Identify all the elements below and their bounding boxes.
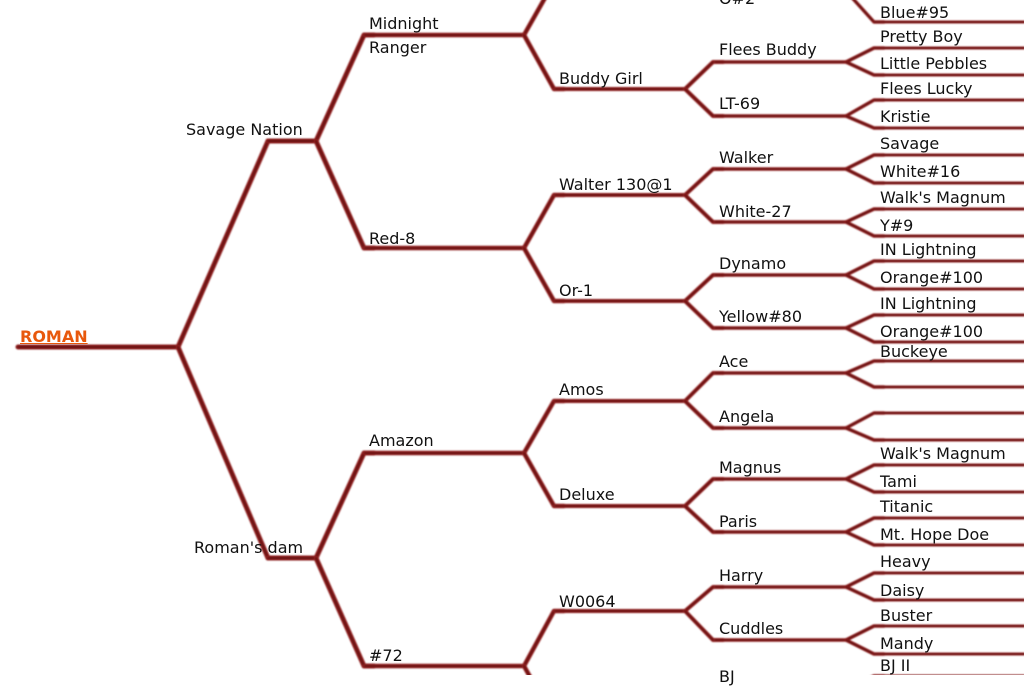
gen4-harry: Harry bbox=[719, 566, 764, 585]
gen5-name: Titanic bbox=[880, 497, 934, 516]
gen4-partial-top: O#2 bbox=[719, 0, 755, 8]
sire-name: Savage Nation bbox=[186, 120, 303, 139]
gen4-dynamo: Dynamo bbox=[719, 254, 787, 273]
gen5-name: IN Lightning bbox=[880, 294, 977, 313]
gen5-name: Kristie bbox=[880, 107, 931, 126]
gen4-magnus: Magnus bbox=[719, 458, 782, 477]
gen5-name: Mt. Hope Doe bbox=[880, 525, 990, 544]
sire-dam-name: Red-8 bbox=[369, 229, 416, 248]
gen5-name: Walk's Magnum bbox=[880, 188, 1006, 207]
gen4-partial-bottom: BJ bbox=[719, 667, 735, 686]
subject-name-link[interactable]: ROMAN bbox=[20, 327, 88, 346]
gen3-w0064: W0064 bbox=[559, 592, 616, 611]
gen4-walker: Walker bbox=[719, 148, 774, 167]
dam-dam-name: #72 bbox=[369, 646, 403, 665]
gen5-name: Daisy bbox=[880, 581, 925, 600]
gen4-yellow80: Yellow#80 bbox=[719, 307, 803, 326]
gen5-name: BJ II bbox=[880, 656, 911, 675]
gen5-name: Flees Lucky bbox=[880, 79, 973, 98]
gen3-or1: Or-1 bbox=[559, 281, 594, 300]
gen5-name: IN Lightning bbox=[880, 240, 977, 259]
dam-name: Roman's dam bbox=[194, 538, 304, 557]
gen5-name: Y#9 bbox=[880, 216, 914, 235]
gen3-deluxe: Deluxe bbox=[559, 485, 615, 504]
gen3-buddy-girl: Buddy Girl bbox=[559, 69, 643, 88]
gen4-cuddles: Cuddles bbox=[719, 619, 784, 638]
sire-sire-name-line2: Ranger bbox=[369, 38, 427, 57]
gen3-walter: Walter 130@1 bbox=[559, 175, 673, 194]
gen5-name: Walk's Magnum bbox=[880, 444, 1006, 463]
gen4-paris: Paris bbox=[719, 512, 758, 531]
sire-sire-name-line1: Midnight bbox=[369, 14, 439, 33]
gen4-angela: Angela bbox=[719, 407, 775, 426]
gen5-name: Buster bbox=[880, 606, 933, 625]
gen5-name: Buckeye bbox=[880, 342, 948, 361]
gen5-name: Heavy bbox=[880, 552, 931, 571]
gen5-name: White#16 bbox=[880, 162, 961, 181]
gen4-ace: Ace bbox=[719, 352, 749, 371]
gen4-white27: White-27 bbox=[719, 202, 792, 221]
gen3-amos: Amos bbox=[559, 380, 604, 399]
gen5-name: Orange#100 bbox=[880, 322, 984, 341]
dam-sire-name: Amazon bbox=[369, 431, 434, 450]
gen4-flees-buddy: Flees Buddy bbox=[719, 40, 817, 59]
gen5-name: Savage bbox=[880, 134, 940, 153]
gen5-name: Little Pebbles bbox=[880, 54, 988, 73]
gen5-name: Pretty Boy bbox=[880, 27, 963, 46]
gen4-lt69: LT-69 bbox=[719, 94, 761, 113]
gen5-name: Tami bbox=[880, 472, 917, 491]
gen5-name: Mandy bbox=[880, 634, 934, 653]
gen5-name: Orange#100 bbox=[880, 268, 984, 287]
gen5-name: Blue#95 bbox=[880, 3, 950, 22]
